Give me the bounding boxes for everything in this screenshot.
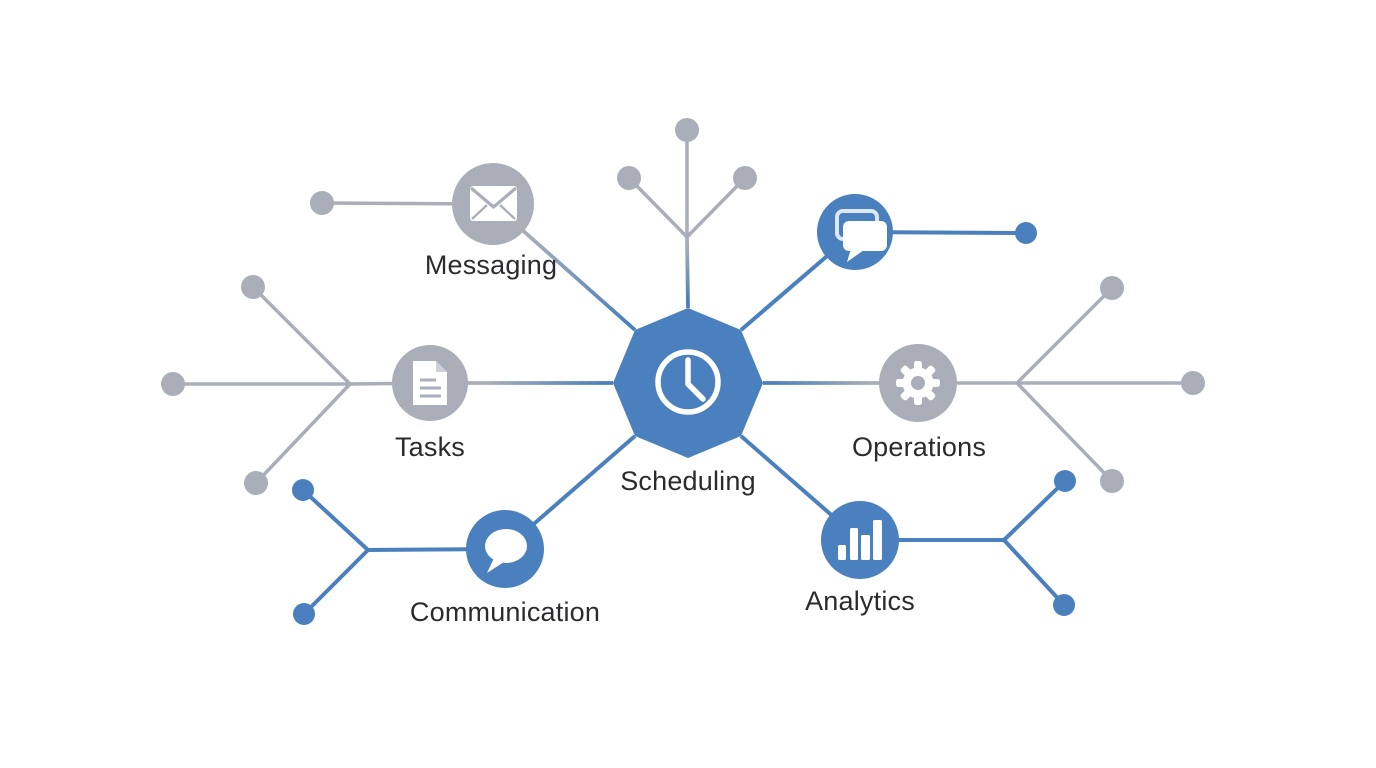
node-label-scheduling: Scheduling <box>620 466 756 496</box>
blue-endpoint-dots <box>292 222 1076 625</box>
endpoint-dot <box>1054 470 1076 492</box>
endpoint-dot <box>161 372 185 396</box>
node-analytics <box>821 501 899 579</box>
endpoint-dot <box>310 191 334 215</box>
node-chat <box>817 194 893 270</box>
node-scheduling <box>613 308 763 458</box>
node-label-communication: Communication <box>409 597 601 627</box>
document-icon <box>413 361 447 405</box>
endpoint-dot <box>1015 222 1037 244</box>
node-label-messaging: Messaging <box>424 250 558 280</box>
node-label-tasks: Tasks <box>394 432 466 462</box>
node-label-analytics: Analytics <box>805 586 915 616</box>
node-tasks <box>392 345 468 421</box>
endpoint-dot <box>1100 469 1124 493</box>
endpoint-dot <box>244 471 268 495</box>
endpoint-dot <box>733 166 757 190</box>
speech-bubble-icon <box>485 529 527 573</box>
gray-connector-lines <box>173 130 1193 485</box>
bar-chart-icon <box>838 520 882 560</box>
endpoint-dot <box>293 603 315 625</box>
envelope-icon <box>469 186 518 221</box>
node-operations <box>879 344 957 422</box>
clock-icon <box>655 349 721 415</box>
endpoint-dot <box>1100 276 1124 300</box>
node-messaging <box>452 163 534 245</box>
node-label-operations: Operations <box>851 432 987 462</box>
node-communication <box>466 510 544 588</box>
chat-bubbles-icon <box>835 209 887 262</box>
gray-endpoint-dots <box>161 118 1205 495</box>
endpoint-dot <box>1053 594 1075 616</box>
endpoint-dot <box>1181 371 1205 395</box>
gear-icon <box>896 361 940 405</box>
endpoint-dot <box>675 118 699 142</box>
endpoint-dot <box>292 479 314 501</box>
endpoint-dot <box>617 166 641 190</box>
endpoint-dot <box>241 275 265 299</box>
